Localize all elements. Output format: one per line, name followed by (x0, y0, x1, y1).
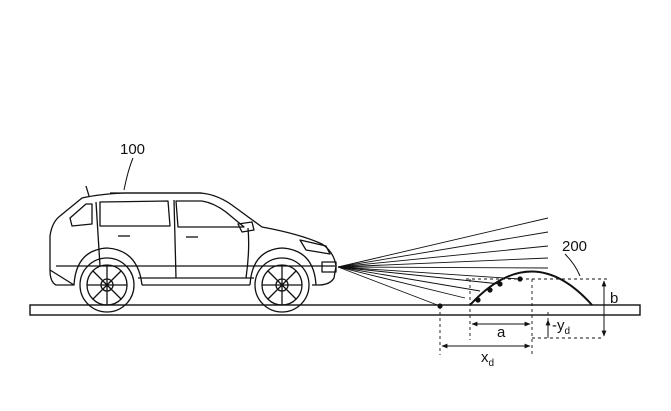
label-dimension-a: a (497, 324, 506, 341)
front-sensor (322, 262, 336, 272)
leader-100 (124, 158, 133, 190)
yd-sub: d (565, 326, 571, 337)
front-side-window (176, 201, 244, 227)
road-surface (30, 305, 640, 315)
dimension-guides (440, 279, 610, 355)
door-line-rear (246, 228, 249, 278)
yd-prefix: -y (552, 317, 565, 334)
sensor-beams (338, 218, 548, 306)
rear-wheel (80, 258, 134, 312)
antenna (86, 186, 89, 196)
detection-points (437, 276, 522, 308)
leader-200 (565, 254, 580, 276)
front-wheel (255, 258, 309, 312)
rear-window (70, 204, 92, 226)
label-bump-200: 200 (562, 238, 587, 255)
label-vehicle-100: 100 (120, 141, 145, 158)
label-dimension-yd: -yd (552, 317, 570, 337)
label-dimension-xd: xd (481, 349, 494, 369)
rear-side-window (100, 201, 170, 226)
xd-sub: d (489, 358, 495, 369)
label-dimension-b: b (610, 290, 618, 307)
